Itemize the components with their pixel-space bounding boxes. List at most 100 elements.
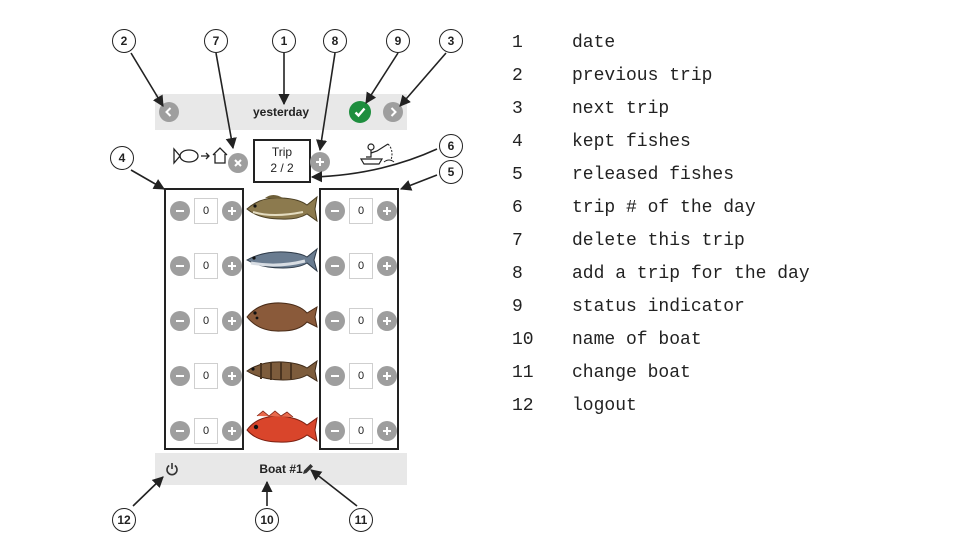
minus-icon[interactable]: [170, 366, 190, 386]
minus-icon[interactable]: [325, 421, 345, 441]
released-count[interactable]: 0: [349, 363, 373, 389]
arrow-5: [399, 174, 438, 191]
arrow-3: [399, 52, 447, 107]
legend-label: status indicator: [572, 297, 745, 317]
date-label: yesterday: [252, 105, 310, 119]
minus-icon[interactable]: [170, 421, 190, 441]
kept-counter: 0: [170, 418, 242, 444]
arrow-11: [310, 469, 358, 507]
fish-cod-image: [243, 188, 319, 228]
arrow-left-icon[interactable]: [159, 102, 179, 122]
legend-row: 1 date: [512, 33, 810, 66]
legend-number: 3: [512, 99, 523, 119]
released-counter: 0: [325, 198, 397, 224]
kept-fishes-column: 0 0 0 0 0: [164, 188, 244, 450]
plus-icon[interactable]: [222, 256, 242, 276]
kept-count[interactable]: 0: [194, 418, 218, 444]
legend-number: 1: [512, 33, 523, 53]
plus-icon[interactable]: [222, 201, 242, 221]
legend-label: next trip: [572, 99, 670, 119]
trip-label: Trip: [271, 145, 293, 159]
plus-icon[interactable]: [377, 366, 397, 386]
minus-icon[interactable]: [170, 256, 190, 276]
arrow-9: [365, 52, 399, 104]
minus-icon[interactable]: [325, 311, 345, 331]
kept-count[interactable]: 0: [194, 308, 218, 334]
plus-icon[interactable]: [222, 311, 242, 331]
released-count[interactable]: 0: [349, 308, 373, 334]
legend-number: 9: [512, 297, 523, 317]
arrow-7: [215, 52, 237, 150]
plus-icon[interactable]: [377, 201, 397, 221]
trip-count: 2 / 2: [270, 161, 294, 175]
callout-4: 4: [110, 146, 134, 170]
fish-to-house-icon: [170, 143, 232, 169]
minus-icon[interactable]: [170, 201, 190, 221]
legend-number: 5: [512, 165, 523, 185]
released-count[interactable]: 0: [349, 418, 373, 444]
legend-label: trip # of the day: [572, 198, 756, 218]
plus-icon[interactable]: [310, 152, 330, 172]
minus-icon[interactable]: [325, 366, 345, 386]
plus-icon[interactable]: [222, 366, 242, 386]
pencil-icon[interactable]: [301, 462, 315, 481]
arrow-6: [310, 148, 438, 183]
plus-icon[interactable]: [377, 311, 397, 331]
kept-counter: 0: [170, 363, 242, 389]
plus-icon[interactable]: [222, 421, 242, 441]
legend-row: 9 status indicator: [512, 297, 810, 330]
legend-label: date: [572, 33, 616, 53]
callout-5: 5: [439, 160, 463, 184]
kept-count[interactable]: 0: [194, 363, 218, 389]
legend-row: 7 delete this trip: [512, 231, 810, 264]
legend-label: name of boat: [572, 330, 702, 350]
legend-number: 10: [512, 330, 534, 350]
released-counter: 0: [325, 308, 397, 334]
legend-label: logout: [572, 396, 637, 416]
callout-2: 2: [112, 29, 136, 53]
plus-icon[interactable]: [377, 421, 397, 441]
legend-number: 7: [512, 231, 523, 251]
legend-row: 2 previous trip: [512, 66, 810, 99]
legend-number: 2: [512, 66, 523, 86]
minus-icon[interactable]: [325, 201, 345, 221]
released-counter: 0: [325, 253, 397, 279]
callout-9: 9: [386, 29, 410, 53]
kept-counter: 0: [170, 308, 242, 334]
kept-counter: 0: [170, 253, 242, 279]
callout-6: 6: [439, 134, 463, 158]
legend-label: previous trip: [572, 66, 713, 86]
released-counter: 0: [325, 363, 397, 389]
callout-12: 12: [112, 508, 136, 532]
bottom-bar: Boat #1: [155, 453, 407, 485]
arrow-12: [132, 476, 164, 507]
power-icon[interactable]: [165, 462, 179, 481]
close-icon[interactable]: [228, 153, 248, 173]
legend-label: change boat: [572, 363, 691, 383]
kept-counter: 0: [170, 198, 242, 224]
boat-name: Boat #1: [259, 462, 303, 476]
check-icon: [349, 101, 371, 123]
arrow-right-icon[interactable]: [383, 102, 403, 122]
kept-count[interactable]: 0: [194, 198, 218, 224]
legend-number: 4: [512, 132, 523, 152]
kept-count[interactable]: 0: [194, 253, 218, 279]
legend-label: delete this trip: [572, 231, 745, 251]
released-count[interactable]: 0: [349, 198, 373, 224]
callout-3: 3: [439, 29, 463, 53]
legend-number: 8: [512, 264, 523, 284]
released-count[interactable]: 0: [349, 253, 373, 279]
minus-icon[interactable]: [170, 311, 190, 331]
fish-halibut-image: [243, 297, 319, 337]
minus-icon[interactable]: [325, 256, 345, 276]
callout-1: 1: [272, 29, 296, 53]
callout-8: 8: [323, 29, 347, 53]
fisherman-release-icon: [358, 140, 398, 170]
plus-icon[interactable]: [377, 256, 397, 276]
